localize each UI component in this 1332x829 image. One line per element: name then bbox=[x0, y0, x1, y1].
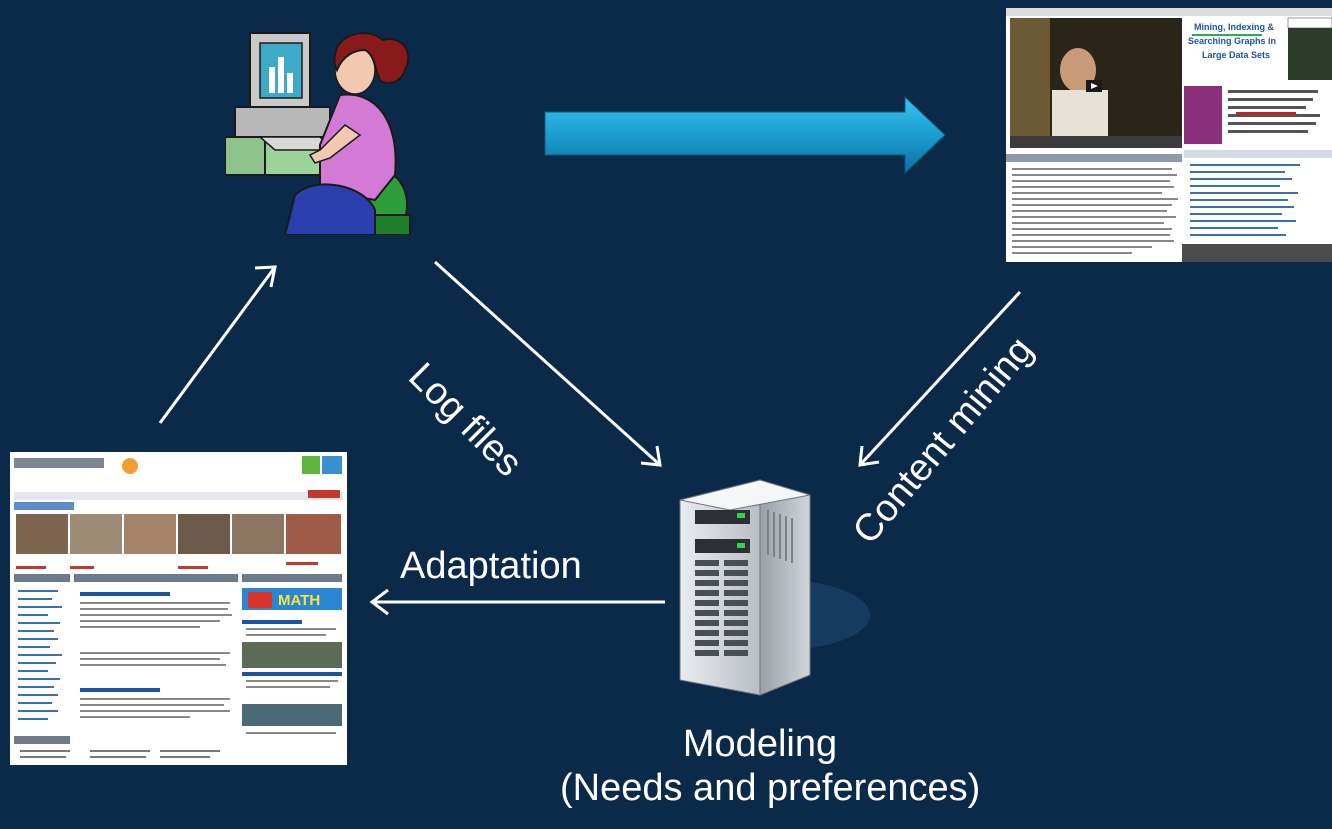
modeling-label-line2: (Needs and preferences) bbox=[560, 767, 981, 809]
arrow-log-files bbox=[433, 260, 662, 467]
adaptation-label: Adaptation bbox=[400, 545, 582, 587]
video-title-line3: Large Data Sets bbox=[1202, 50, 1270, 60]
modeling-label: Modeling (Needs and preferences) bbox=[560, 722, 981, 810]
video-lecture-screenshot: Mining, Indexing & Searching Graphs in L… bbox=[1006, 8, 1332, 262]
video-title-line2: Searching Graphs in bbox=[1188, 36, 1276, 46]
portal-page-graphic: MATH bbox=[10, 452, 347, 765]
user-at-computer-icon bbox=[225, 32, 411, 235]
video-page-graphic: Mining, Indexing & Searching Graphs in L… bbox=[1006, 8, 1332, 262]
portal-screenshot: MATH bbox=[10, 452, 347, 765]
portal-math-banner: MATH bbox=[278, 592, 320, 609]
server-icon bbox=[679, 479, 870, 696]
arrow-content-mining bbox=[858, 290, 1022, 467]
arrow-adaptation bbox=[369, 588, 665, 616]
modeling-label-line1: Modeling bbox=[682, 723, 838, 765]
flow-arrow-big bbox=[544, 95, 946, 175]
arrow-portal-to-user bbox=[158, 265, 277, 424]
video-title-line1: Mining, Indexing & bbox=[1194, 22, 1274, 32]
